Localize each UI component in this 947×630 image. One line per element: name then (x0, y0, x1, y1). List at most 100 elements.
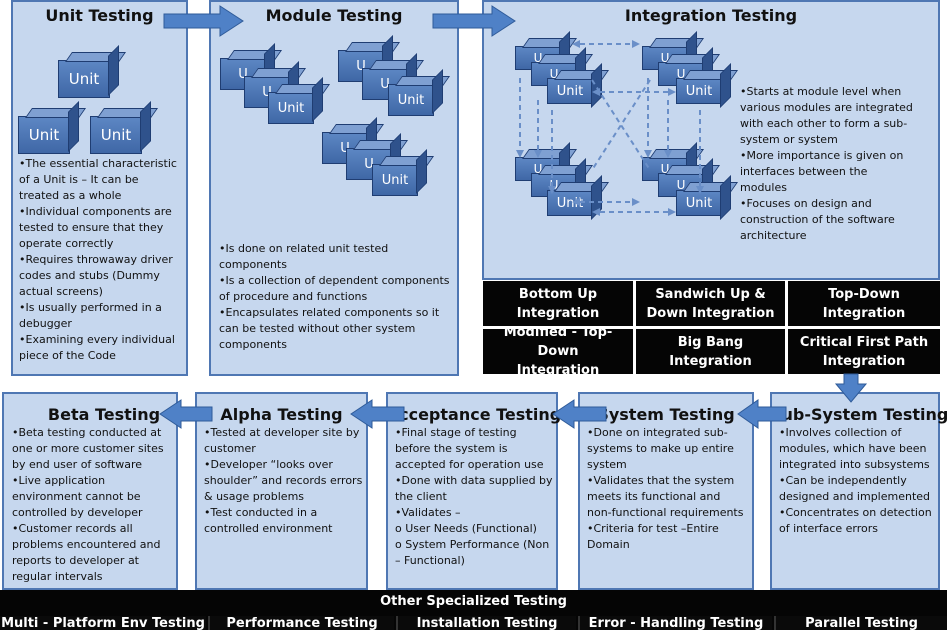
integration-type-label: Bottom Up Integration (516, 286, 600, 321)
integration-testing-title: Integration Testing (624, 6, 798, 25)
unit-cube-label: Unit (277, 100, 305, 116)
bullet-text: •Is a collection of dependent components… (219, 274, 450, 303)
bullet-text: •Tested at developer site by customer (204, 426, 360, 455)
module-testing-title: Module Testing (265, 6, 403, 25)
unit-cube-label: Unit (556, 83, 584, 99)
bullet-text: •Requires throwaway driver codes and stu… (19, 253, 173, 298)
integration-type-label: Sandwich Up & Down Integration (646, 286, 775, 321)
unit-cube-label: U (340, 140, 350, 156)
subsystem-testing-panel (770, 392, 940, 590)
system-testing-title: System Testing (597, 405, 735, 424)
right-arrow-icon (432, 5, 516, 37)
integration-type-cell: Sandwich Up & Down Integration (636, 281, 785, 326)
unit-cube: Unit (268, 92, 314, 124)
unit-cube-label: Unit (28, 126, 60, 144)
bullet-text: •More importance is given on interfaces … (740, 149, 904, 194)
unit-cube: Unit (58, 60, 110, 98)
unit-cube-label: U (549, 67, 559, 81)
unit-testing-title: Unit Testing (45, 6, 154, 25)
down-arrow-icon (834, 373, 868, 403)
unit-cube-label: U (660, 51, 670, 65)
bullet-text: •Examining every individual piece of the… (19, 333, 175, 362)
bullet-text: •Beta testing conducted at one or more c… (12, 426, 164, 471)
unit-cube-label: U (262, 84, 272, 100)
right-arrow-icon (163, 5, 244, 37)
unit-cube-label: Unit (685, 83, 713, 99)
integration-type-cell: Modified - Top-Down Integration (483, 325, 633, 378)
unit-cube-label: U (533, 51, 543, 65)
unit-cube: Unit (18, 116, 70, 154)
unit-cube: Unit (547, 190, 593, 216)
bullet-text: •Live application environment cannot be … (12, 474, 143, 519)
subsystem-testing-title: Sub-System Testing (770, 405, 947, 424)
integration-type-cell: Top-Down Integration (788, 281, 940, 326)
integration-type-cell: Bottom Up Integration (483, 281, 633, 326)
specialized-item: Error - Handling Testing (578, 616, 772, 630)
integration-type-label: Top-Down Integration (822, 286, 906, 321)
bullet-text: •Is usually performed in a debugger (19, 301, 162, 330)
unit-cube: Unit (547, 78, 593, 104)
unit-cube-label: U (533, 162, 543, 176)
subsystem-testing-bullets: •Involves collection of modules, which h… (779, 425, 937, 537)
bullet-text: •Individual components are tested to ens… (19, 205, 172, 250)
alpha-testing-title: Alpha Testing (220, 405, 343, 424)
other-specialized-title: Other Specialized Testing (380, 594, 567, 609)
system-testing-bullets: •Done on integrated sub-systems to make … (587, 425, 747, 553)
unit-cube-label: U (676, 67, 686, 81)
integration-testing-bullets: •Starts at module level when various mod… (740, 84, 916, 244)
bullet-text: •Customer records all problems encounter… (12, 522, 161, 583)
bullet-text: o User Needs (Functional) (395, 522, 537, 535)
unit-cube-label: Unit (381, 172, 409, 188)
specialized-item: Performance Testing (208, 616, 394, 630)
unit-cube-label: Unit (556, 195, 584, 211)
integration-type-label: Modified - Top-Down Integration (503, 325, 613, 378)
bullet-text: •Encapsulates related components so it c… (219, 306, 440, 351)
unit-cube-label: U (676, 178, 686, 192)
alpha-testing-panel (195, 392, 368, 590)
specialized-item: Installation Testing (396, 616, 576, 630)
unit-cube: Unit (676, 78, 722, 104)
acceptance-testing-bullets: •Final stage of testing before the syste… (395, 425, 555, 569)
beta-testing-panel (2, 392, 178, 590)
alpha-testing-bullets: •Tested at developer site by customer •D… (204, 425, 364, 537)
unit-cube: Unit (388, 84, 434, 116)
unit-cube-label: U (238, 66, 248, 82)
specialized-item: Parallel Testing (774, 616, 947, 630)
bullet-text: o System Performance (Non – Functional) (395, 538, 550, 567)
bullet-text: •Validates that the system meets its fun… (587, 474, 744, 519)
bullet-text: •The essential characteristic of a Unit … (19, 157, 177, 202)
bullet-text: •Involves collection of modules, which h… (779, 426, 930, 471)
left-arrow-icon (159, 399, 213, 429)
unit-cube-label: U (660, 162, 670, 176)
integration-type-label: Big Bang Integration (669, 334, 752, 369)
integration-type-label: Critical First Path Integration (799, 334, 929, 369)
bullet-text: •Concentrates on detection of interface … (779, 506, 932, 535)
bullet-text: •Test conducted in a controlled environm… (204, 506, 333, 535)
bullet-text: •Developer “looks over shoulder” and rec… (204, 458, 363, 503)
system-testing-panel (578, 392, 754, 590)
unit-cube: Unit (90, 116, 142, 154)
bullet-text: •Starts at module level when various mod… (740, 85, 913, 146)
module-testing-bullets: •Is done on related unit tested componen… (219, 241, 451, 353)
bullet-text: •Final stage of testing before the syste… (395, 426, 544, 471)
bullet-text: •Done with data supplied by the client (395, 474, 553, 503)
unit-cube: Unit (676, 190, 722, 216)
unit-cube-label: U (549, 178, 559, 192)
beta-testing-bullets: •Beta testing conducted at one or more c… (12, 425, 172, 585)
left-arrow-icon (552, 399, 607, 429)
unit-cube-label: Unit (397, 92, 425, 108)
bullet-text: •Criteria for test –Entire Domain (587, 522, 719, 551)
beta-testing-title: Beta Testing (47, 405, 161, 424)
unit-testing-bullets: •The essential characteristic of a Unit … (19, 156, 181, 364)
bullet-text: •Done on integrated sub-systems to make … (587, 426, 734, 471)
unit-cube: Unit (372, 164, 418, 196)
bullet-text: •Is done on related unit tested componen… (219, 242, 389, 271)
unit-cube-label: U (364, 156, 374, 172)
unit-cube-label: U (356, 58, 366, 74)
left-arrow-icon (350, 399, 405, 429)
bullet-text: •Focuses on design and construction of t… (740, 197, 895, 242)
unit-cube-label: U (380, 76, 390, 92)
acceptance-testing-title: Acceptance Testing (386, 405, 562, 424)
specialized-item: Multi - Platform Env Testing (0, 616, 206, 630)
